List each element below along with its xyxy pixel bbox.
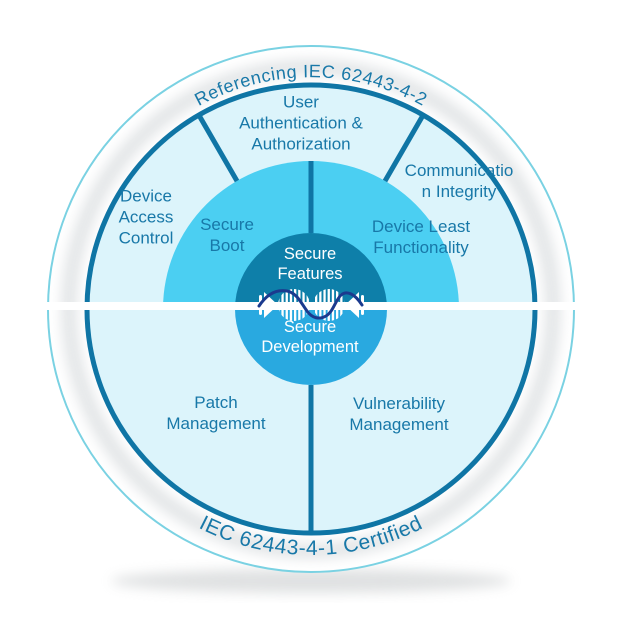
center-circle-top [235,233,387,309]
label-line: Patch [194,393,238,412]
label-device-access-control: Device Access Control [119,186,174,249]
label-line: Functionality [373,238,469,257]
label-patch-management: Patch Management [166,392,265,434]
label-line: Secure [283,318,337,336]
label-vulnerability-management: Vulnerability Management [349,393,448,435]
label-line: Authentication & [239,113,363,133]
label-line: n Integrity [421,182,497,201]
separator-upper-right [382,115,425,183]
label-line: Development [261,338,359,356]
label-line: Device Least [371,217,471,236]
label-line: User [283,92,319,112]
label-line: Access [118,207,174,227]
label-secure-boot: Secure Boot [200,214,254,256]
label-secure-features: Secure Features [277,244,342,284]
label-line: Boot [209,236,245,255]
label-line: Communicatio [404,161,514,180]
label-line: Features [277,265,343,283]
label-line: Secure [283,245,337,263]
label-line: Vulnerability [353,394,445,413]
label-line: Management [166,414,266,433]
dna-helix-icon [257,289,364,321]
separator-upper-left [197,115,240,183]
center-circle-bottom [235,309,387,385]
label-line: Device [120,186,172,206]
drop-shadow [111,569,511,593]
label-secure-development: Secure Development [261,317,358,357]
label-line: Management [349,415,449,434]
label-line: Control [118,228,174,248]
label-user-authentication-authorization: User Authentication & Authorization [239,92,363,155]
label-line: Authorization [251,134,351,154]
label-device-least-functionality: Device Least Functionality [372,216,470,258]
label-line: Secure [200,215,254,234]
label-communication-integrity: Communicatio n Integrity [405,160,514,202]
